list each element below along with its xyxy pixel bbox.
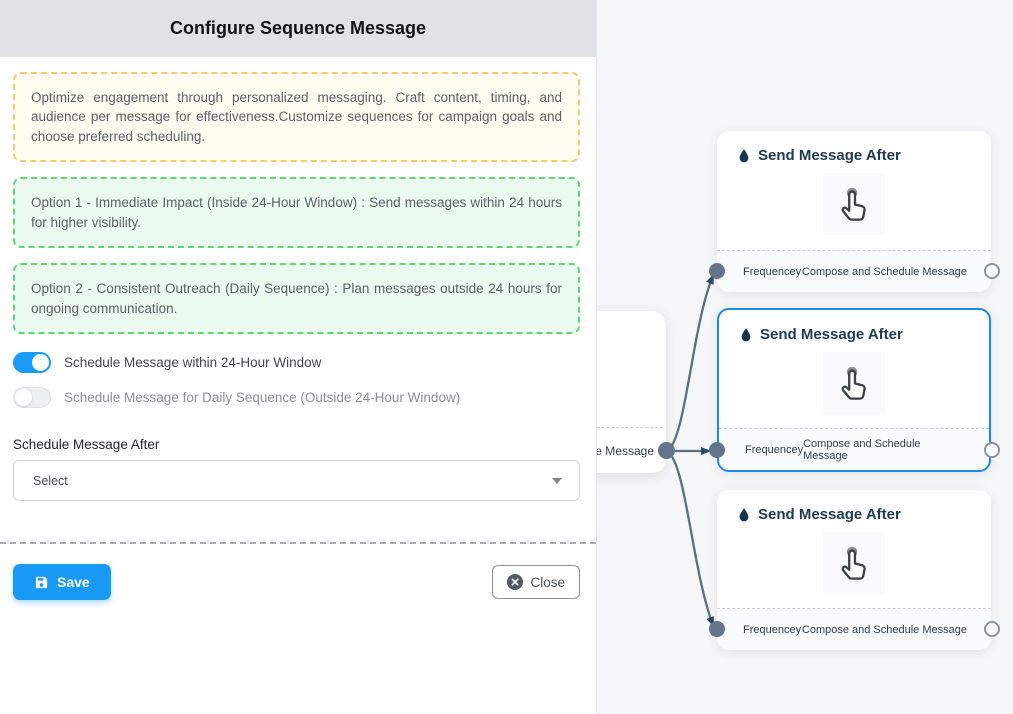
schedule-after-select[interactable]: Select [13, 460, 580, 502]
handle-label-frequency: Frequencey [745, 443, 804, 456]
node-footer: Frequencey Compose and Schedule Message [719, 428, 989, 470]
node-body [823, 352, 885, 414]
option1-note: Option 1 - Immediate Impact (Inside 24-H… [13, 177, 580, 249]
save-button[interactable]: Save [13, 564, 111, 601]
toggle-knob [15, 389, 32, 407]
select-value: Select [33, 473, 68, 488]
node-title: Send Message After [717, 131, 991, 164]
handle-label-frequency: Frequencey [743, 623, 802, 636]
handle-label-compose: Compose and Schedule Message [803, 437, 921, 462]
panel-body: Optimize engagement through personalized… [0, 57, 596, 601]
close-button-label: Close [530, 574, 565, 590]
button-row: Save Close [13, 564, 580, 601]
panel-header: Configure Sequence Message [0, 0, 596, 57]
configure-sequence-panel: Configure Sequence Message Optimize enga… [0, 0, 597, 714]
node-title: Send Message After [719, 310, 989, 343]
node-output-port[interactable] [984, 263, 1000, 279]
node-title: Send Message After [717, 490, 991, 523]
water-drop-icon [739, 327, 753, 343]
toggle-row-24hr: Schedule Message within 24-Hour Window [13, 352, 580, 374]
option2-note: Option 2 - Consistent Outreach (Daily Se… [13, 263, 580, 335]
toggle-daily-sequence[interactable] [13, 387, 51, 409]
node-target-port[interactable] [709, 621, 725, 637]
toggle-row-daily: Schedule Message for Daily Sequence (Out… [13, 387, 580, 409]
tap-hand-icon [841, 187, 866, 221]
tap-hand-icon [841, 546, 866, 580]
node-output-port[interactable] [984, 621, 1000, 637]
water-drop-icon [737, 507, 751, 523]
node-body [823, 532, 885, 594]
node-body [823, 173, 885, 235]
tap-hand-icon [841, 366, 866, 400]
save-button-label: Save [57, 574, 90, 591]
handle-label-compose: Compose and Schedule Message [801, 623, 967, 636]
schedule-after-label: Schedule Message After [13, 437, 160, 453]
source-node-handle-label: ce Message [562, 427, 663, 473]
water-drop-icon [737, 148, 751, 164]
toggle-knob [32, 354, 49, 372]
node-target-port[interactable] [709, 263, 725, 279]
circle-x-icon [507, 574, 524, 591]
handle-label-frequency: Frequencey [743, 265, 802, 278]
node-footer: Frequencey Compose and Schedule Message [717, 250, 991, 292]
panel-title: Configure Sequence Message [169, 18, 427, 38]
node-title-text: Send Message After [758, 147, 901, 164]
toggle-24hr-label: Schedule Message within 24-Hour Window [64, 355, 322, 371]
flow-node-card-1[interactable]: Send Message After Frequencey Compose an… [709, 131, 1000, 292]
node-footer: Frequencey Compose and Schedule Message [717, 608, 991, 650]
info-note: Optimize engagement through personalized… [13, 72, 580, 163]
source-node-output-port[interactable] [658, 442, 675, 459]
node-target-port[interactable] [709, 442, 725, 458]
footer-divider [0, 542, 596, 545]
toggle-24hr-window[interactable] [13, 352, 51, 374]
close-button[interactable]: Close [492, 565, 580, 600]
node-title-text: Send Message After [758, 506, 901, 523]
chevron-down-icon [552, 477, 562, 484]
flow-node-card-2[interactable]: Send Message After Frequencey Compose an… [709, 308, 1000, 472]
floppy-disk-icon [35, 576, 48, 588]
node-title-text: Send Message After [760, 326, 903, 343]
flow-node-card-3[interactable]: Send Message After Frequencey Compose an… [709, 490, 1000, 650]
toggle-daily-label: Schedule Message for Daily Sequence (Out… [64, 390, 461, 406]
node-output-port[interactable] [984, 442, 1000, 458]
handle-label-compose: Compose and Schedule Message [801, 265, 967, 278]
